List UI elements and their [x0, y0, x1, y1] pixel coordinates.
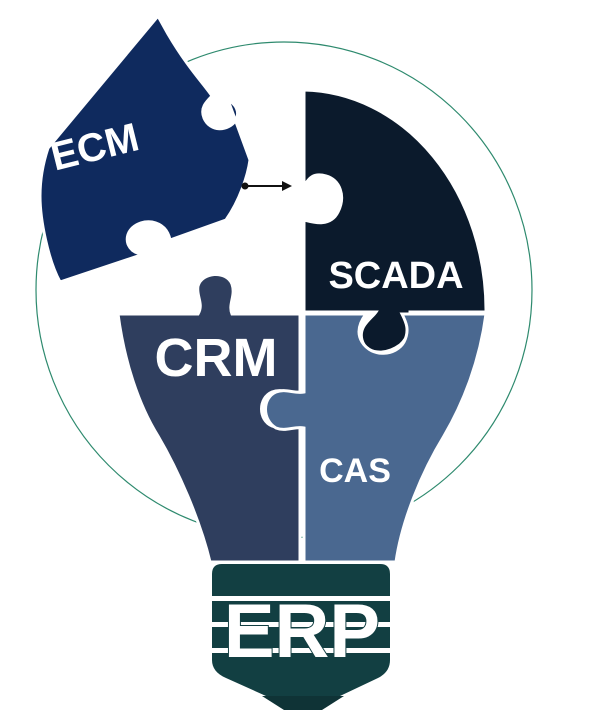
cas-label: CAS [319, 452, 391, 490]
ecm-piece [38, 13, 252, 284]
crm-piece [116, 273, 302, 564]
connector-arrow [241, 181, 292, 191]
erp-base [208, 564, 394, 710]
arrow-head [282, 181, 292, 191]
erp-thread-3 [208, 648, 394, 653]
erp-thread-2 [208, 622, 394, 627]
erp-base-tip [262, 696, 344, 710]
scada-label: SCADA [328, 255, 463, 297]
erp-label: ERP [224, 589, 380, 674]
crm-label: CRM [155, 328, 278, 388]
arrow-tail-dot [241, 182, 249, 190]
erp-thread-1 [208, 596, 394, 601]
cas-piece [264, 312, 488, 564]
